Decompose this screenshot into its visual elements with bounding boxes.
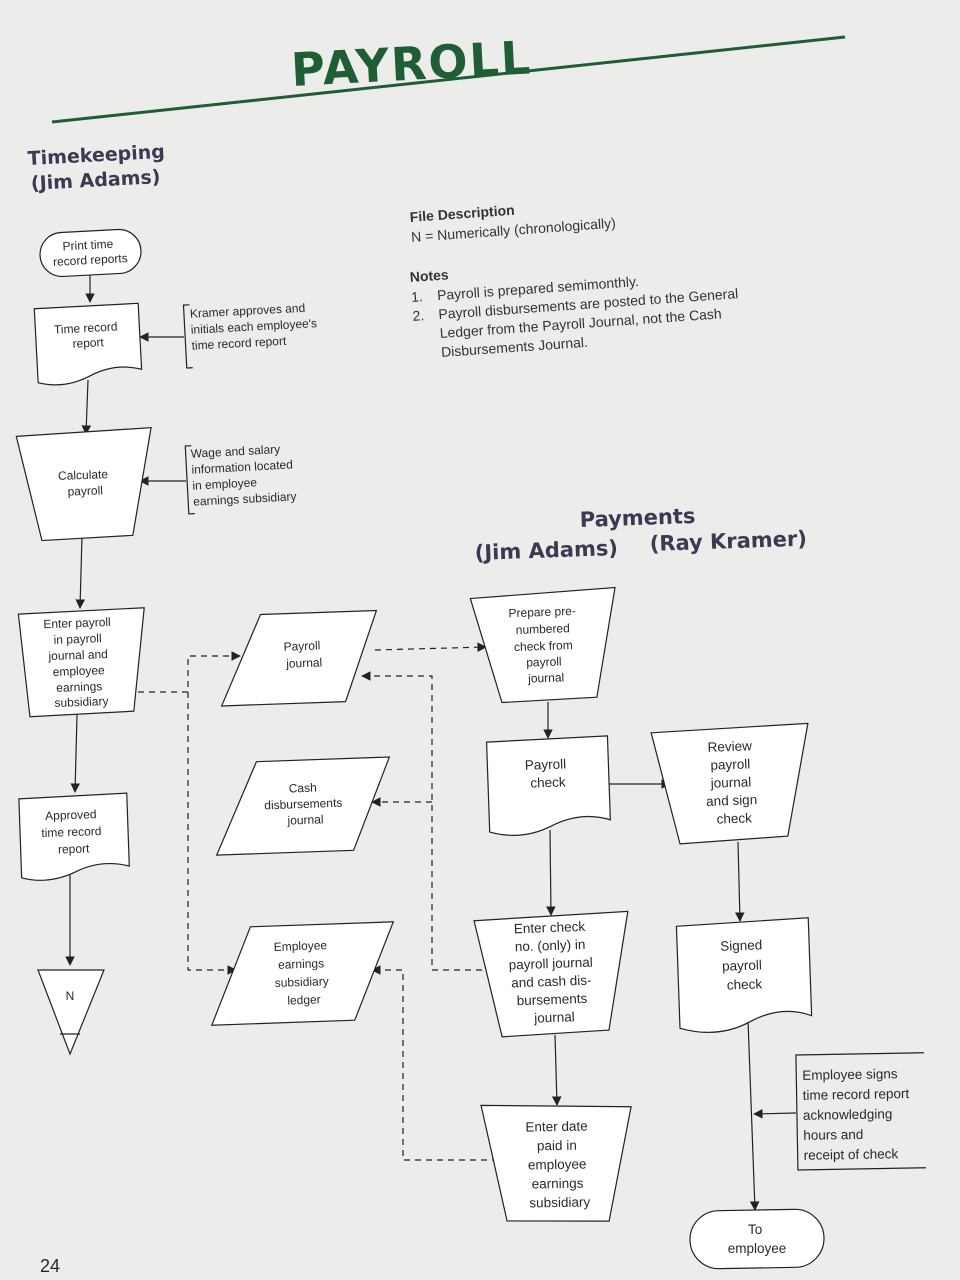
- svg-text:Employee earnings: Employee earnings subsidiary ledger: [273, 938, 333, 1008]
- svg-text:Time record report: Time record report: [54, 319, 122, 351]
- svg-text:Approved time record: Approved time record report: [41, 807, 106, 857]
- enter-date-manual-operation: Enter date paid in employee earnings sub…: [480, 1104, 632, 1222]
- svg-text:Employee signs time reco: Employee signs time record report acknow…: [802, 1066, 914, 1163]
- notes-heading: Notes: [409, 266, 449, 285]
- prepare-check-manual-operation: Prepare pre- numbered check from payroll…: [469, 586, 616, 704]
- cash-disbursements-journal-parallelogram: Cash disbursements journal: [215, 756, 391, 856]
- file-description-heading: File Description: [409, 202, 515, 225]
- svg-text:N: N: [66, 989, 75, 1003]
- print-time-record-terminal: Print time record reports: [39, 228, 142, 278]
- svg-text:Signed payroll che: Signed payroll check: [720, 937, 768, 993]
- notes: Notes 1. Payroll is prepared semimonthly…: [409, 266, 738, 360]
- svg-text:Print time record report: Print time record reports: [52, 236, 128, 269]
- svg-text:Wage and salary informat: Wage and salary information located in e…: [190, 441, 298, 508]
- svg-text:Prepare pre- numbered: Prepare pre- numbered check from payroll…: [508, 604, 581, 686]
- svg-text:To employee: To employee: [728, 1222, 787, 1256]
- svg-text:Review payroll jou: Review payroll journal and sign check: [704, 738, 762, 827]
- svg-text:Calculate payroll: Calculate payroll: [58, 467, 112, 499]
- payroll-journal-parallelogram: Payroll journal: [220, 609, 378, 707]
- signed-payroll-check-document: Signed payroll check: [675, 917, 813, 1033]
- page-number: 24: [40, 1256, 60, 1276]
- svg-text:Payroll check: Payroll check: [525, 756, 571, 791]
- payroll-check-document: Payroll check: [485, 735, 611, 836]
- note-1-number: 1.: [411, 288, 424, 305]
- employee-earnings-ledger-parallelogram: Employee earnings subsidiary ledger: [210, 921, 395, 1026]
- enter-check-manual-operation: Enter check no. (only) in payroll journa…: [473, 910, 629, 1038]
- enter-payroll-manual-operation: Enter payroll in payroll journal and emp…: [17, 607, 145, 718]
- page-title: PAYROLL: [290, 30, 534, 97]
- title-underline: [51, 35, 846, 124]
- svg-text:Cash disbursements: Cash disbursements journal: [263, 780, 346, 829]
- wage-annotation: Wage and salary information located in e…: [184, 441, 298, 515]
- review-payroll-manual-operation: Review payroll journal and sign check: [650, 722, 809, 845]
- kramer-annotation: Kramer approves and initials each employ…: [182, 300, 322, 369]
- svg-text:Enter check no. (only) i: Enter check no. (only) in payroll journa…: [507, 919, 598, 1027]
- svg-text:Payroll journal: Payroll journal: [283, 638, 324, 670]
- file-description: File Description N = Numerically (chrono…: [409, 202, 616, 245]
- note-2-number: 2.: [412, 307, 425, 324]
- payments-heading: Payments: [579, 504, 695, 532]
- svg-text:Enter date paid in: Enter date paid in employee earnings sub…: [525, 1118, 593, 1210]
- payments-ray-kramer: (Ray Kramer): [649, 527, 807, 556]
- file-numerically-triangle: N: [37, 969, 105, 1056]
- page-header: PAYROLL: [51, 30, 846, 124]
- connectors: [65, 275, 797, 1211]
- svg-text:Kramer approves and init: Kramer approves and initials each employ…: [190, 300, 322, 353]
- time-record-report-document: Time record report: [33, 302, 143, 386]
- payments-jim-adams: (Jim Adams): [474, 536, 618, 565]
- timekeeping-heading: Timekeeping (Jim Adams): [27, 140, 173, 194]
- approved-time-record-document: Approved time record report: [18, 792, 130, 881]
- calculate-payroll-manual-operation: Calculate payroll: [15, 427, 152, 542]
- svg-text:Enter payroll in payroll: Enter payroll in payroll journal and emp…: [43, 615, 117, 710]
- employee-signs-annotation: Employee signs time record report acknow…: [795, 1052, 926, 1171]
- to-employee-terminal: To employee: [689, 1208, 825, 1270]
